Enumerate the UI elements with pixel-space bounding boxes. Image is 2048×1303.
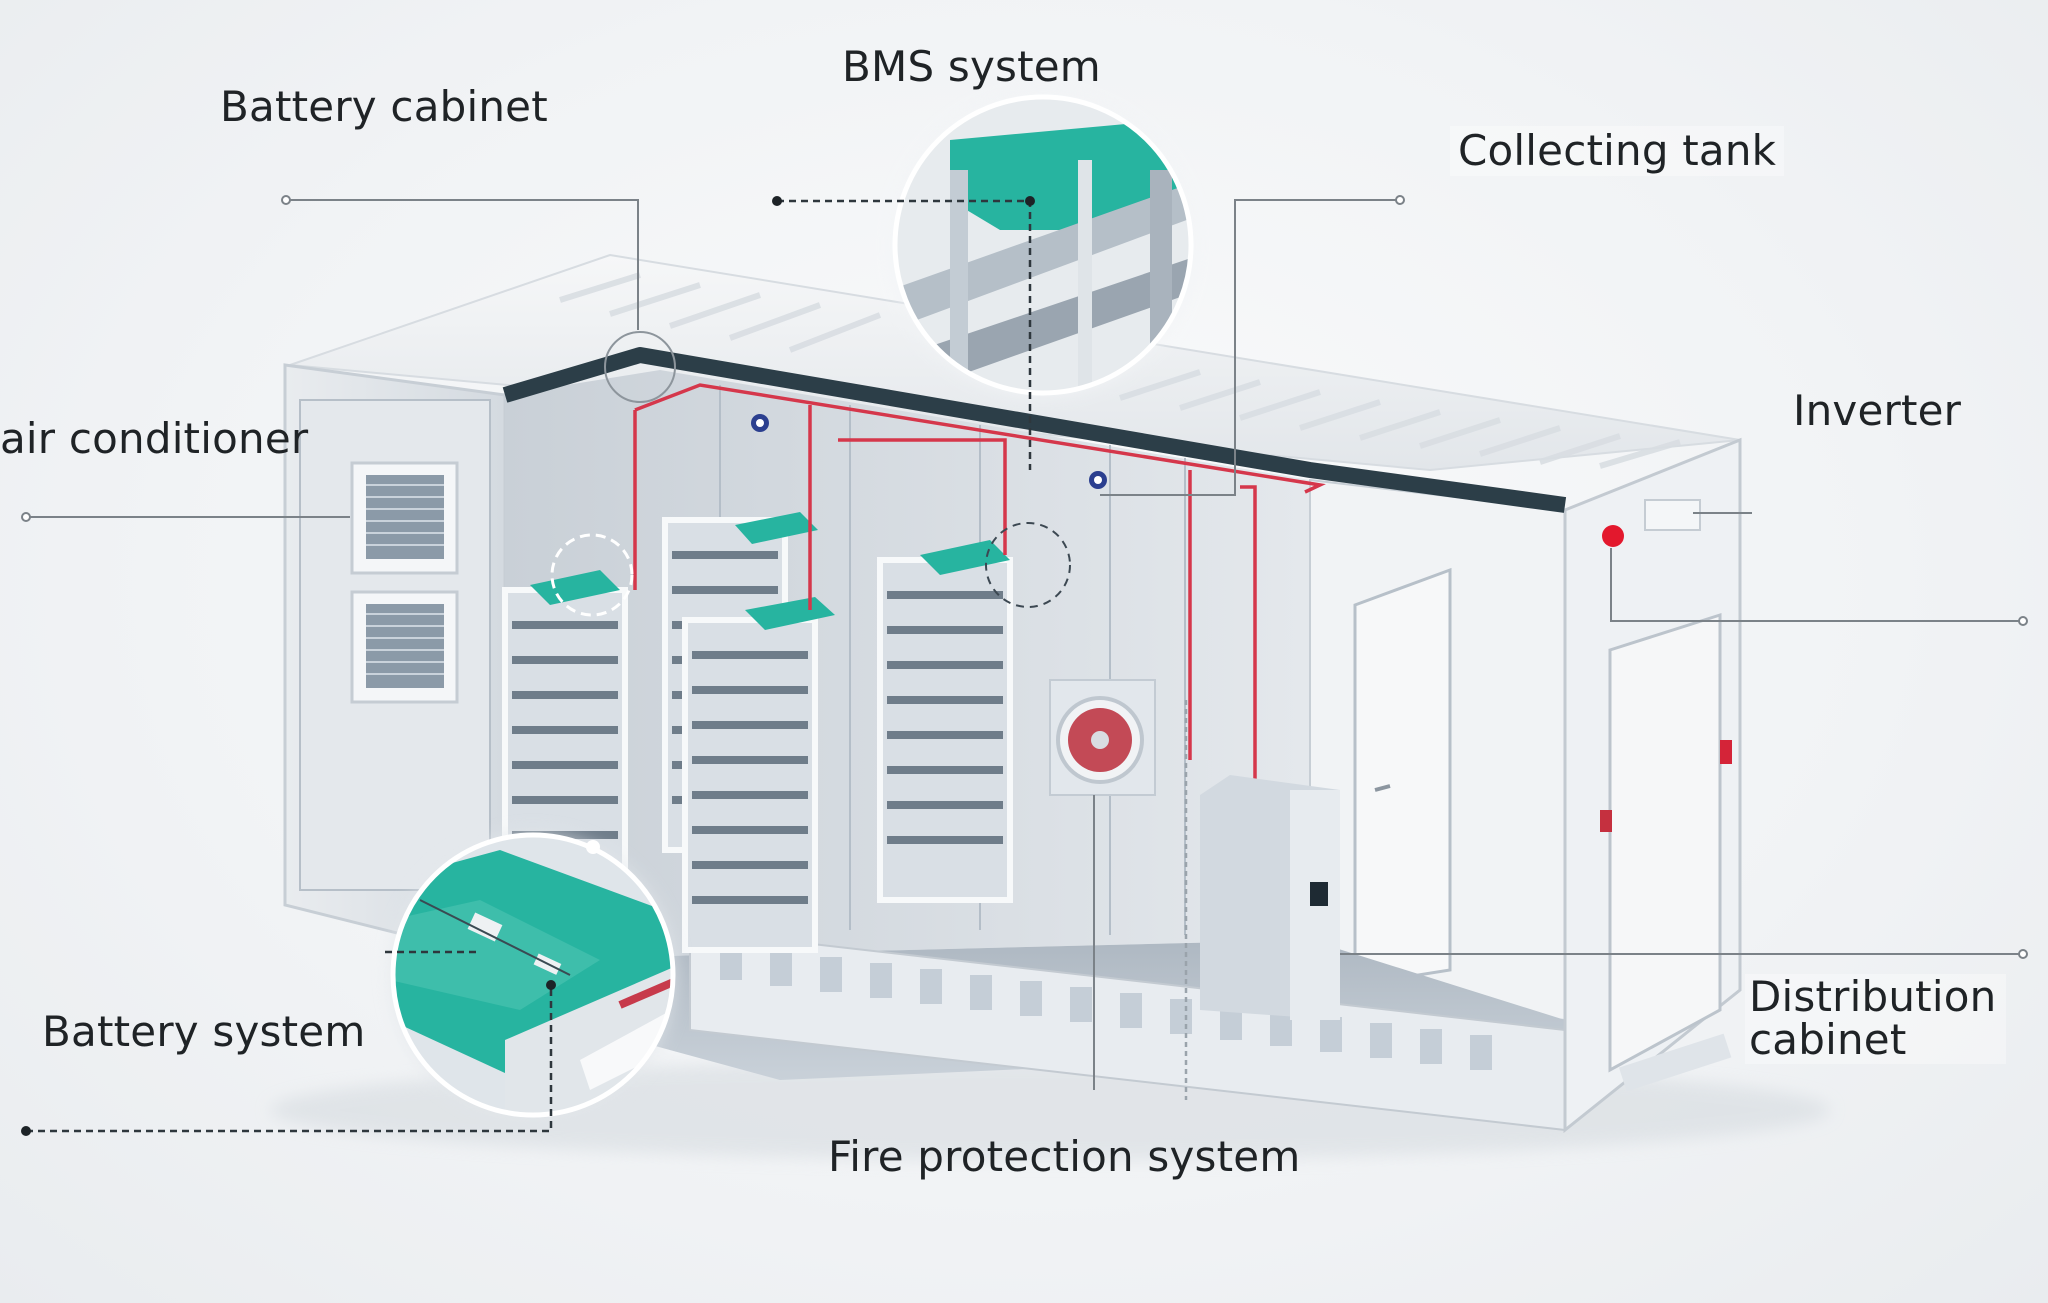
floor-rail-notches	[720, 945, 1492, 1070]
label-inverter: Inverter	[1793, 386, 1962, 435]
roof-corrugations	[559, 272, 1681, 469]
wall-alarm	[1720, 740, 1732, 764]
label-battery-system: Battery system	[42, 1007, 366, 1056]
label-distribution-cabinet: Distribution cabinet	[1745, 972, 2007, 1064]
right-end-door	[1608, 612, 1722, 1073]
smoke-detector	[1089, 471, 1107, 489]
battery-racks	[502, 512, 1013, 953]
label-bms-system: BMS system	[842, 42, 1101, 91]
label-fire-protection-system: Fire protection system	[828, 1132, 1301, 1181]
highlight-ring	[985, 522, 1071, 608]
interior-door	[1353, 567, 1452, 987]
battery-magnifier	[389, 831, 677, 1119]
label-air-conditioner: air conditioner	[0, 414, 309, 463]
leader-battery-cabinet	[286, 199, 639, 330]
leader-inverter	[1610, 548, 2023, 622]
battery-rack	[682, 597, 835, 953]
fire-protection-piping	[633, 383, 1326, 780]
bms-magnifier	[891, 93, 1195, 397]
battery-rack	[877, 540, 1013, 903]
leader-collecting-tank	[1100, 199, 1400, 496]
air-conditioner-vents	[350, 461, 459, 704]
exhaust-fan	[1049, 679, 1156, 796]
right-end-step	[1618, 1033, 1732, 1092]
highlight-ring	[550, 533, 634, 617]
inverter-panel	[1644, 499, 1701, 531]
alarm-light	[1602, 525, 1624, 547]
label-battery-cabinet: Battery cabinet	[220, 82, 548, 131]
label-collecting-tank: Collecting tank	[1450, 126, 1785, 176]
label-distribution-cabinet-line2: cabinet	[1749, 1014, 1907, 1064]
smoke-detector	[751, 414, 769, 432]
leader-endpoints	[21, 195, 2028, 1136]
fire-suppression-cabinet	[1200, 775, 1340, 1020]
leader-battery-system	[26, 985, 553, 1133]
roof-edge	[502, 347, 1567, 513]
label-distribution-cabinet-line1: Distribution	[1749, 972, 1997, 1021]
highlight-ring	[604, 331, 676, 403]
interior-door-handle	[1374, 784, 1391, 792]
wall-alarm	[1600, 810, 1612, 832]
leader-lines	[26, 199, 2023, 1090]
